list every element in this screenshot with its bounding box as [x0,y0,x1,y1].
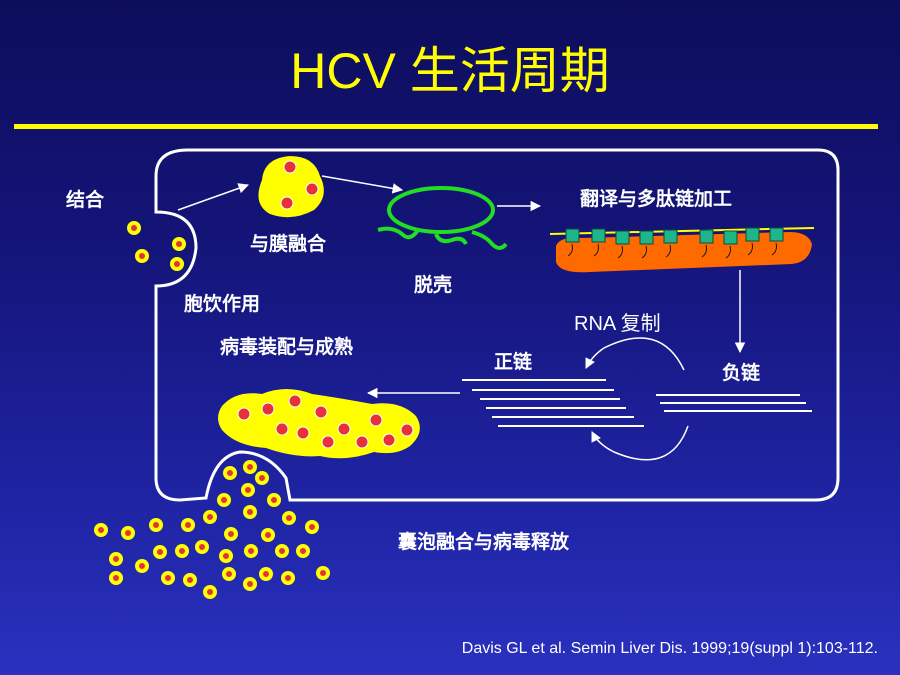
arrow-binding-to-fusion [177,183,249,211]
label-negative-strand: 负链 [722,362,761,384]
label-positive-strand: 正链 [494,351,533,373]
label-assembly: 病毒装配与成熟 [220,336,354,358]
label-membrane-fusion: 与膜融合 [250,233,327,255]
slide-title: HCV 生活周期 [290,43,610,99]
fusing-virion [258,156,324,218]
label-uncoating: 脱壳 [414,274,453,296]
cell-membrane [154,148,840,502]
polypeptide-processing [549,227,815,273]
label-rna-replication: RNA 复制 [574,313,661,335]
title-underline [14,124,878,129]
label-release: 囊泡融合与病毒释放 [398,531,570,553]
binding-virions [127,221,186,271]
budding-virions [223,460,269,497]
viral-rna-uncoated [377,186,508,250]
released-virions [94,493,330,599]
assembling-virions [218,389,420,459]
label-translation: 翻译与多肽链加工 [580,188,733,210]
rna-replication-arrow-bottom [591,425,689,461]
positive-strand-rna [462,379,644,427]
rna-replication-arrow-top [585,337,685,371]
arrow-fusion-to-uncoating [321,175,404,194]
citation: Davis GL et al. Semin Liver Dis. 1999;19… [461,640,878,657]
label-binding: 结合 [66,189,105,211]
label-pinocytosis: 胞饮作用 [184,293,261,315]
negative-strand-rna [656,394,812,412]
